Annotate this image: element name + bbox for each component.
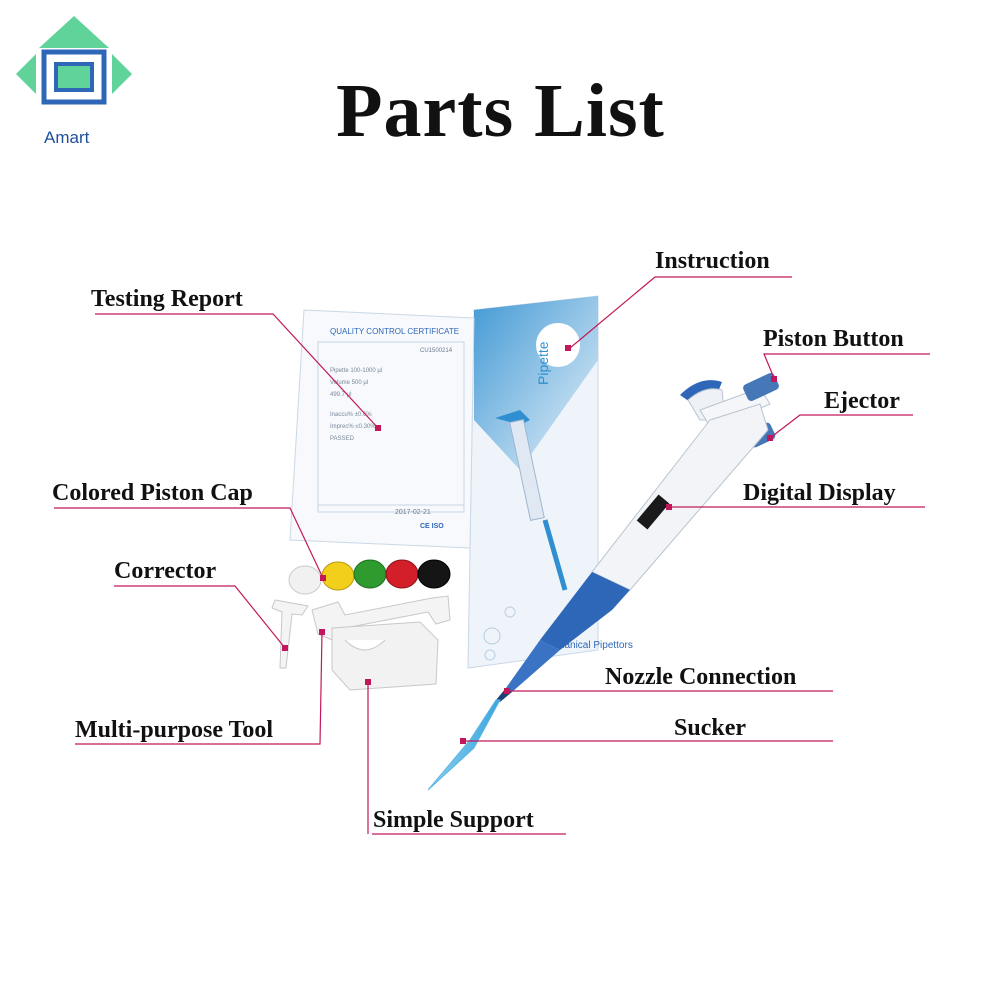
leader-piston-button <box>763 353 930 379</box>
leader-dots <box>282 345 777 744</box>
booklet-title: Mechanical Pipettors <box>540 640 633 651</box>
leader-lines <box>54 276 930 835</box>
booklet-logo: Pipette <box>535 341 551 385</box>
certificate-heading: QUALITY CONTROL CERTIFICATE <box>330 327 459 336</box>
simple-support-part <box>331 621 439 691</box>
certificate-mark: CE ISO <box>420 523 444 530</box>
instruction-booklet: Pipette Mechanical Pipettors <box>467 295 633 669</box>
label-colored-piston-cap: Colored Piston Cap <box>52 480 253 506</box>
label-corrector: Corrector <box>114 558 217 584</box>
leader-ejector <box>769 414 913 439</box>
label-nozzle-connection: Nozzle Connection <box>605 664 797 690</box>
label-multipurpose-tool: Multi-purpose Tool <box>75 717 274 743</box>
certificate-line: Inaccu% ±0.6% <box>330 412 372 418</box>
leader-instruction <box>569 276 792 349</box>
corrector-part <box>271 599 309 669</box>
leader-multipurpose-tool <box>75 631 323 745</box>
leader-colored-piston-cap <box>54 507 324 579</box>
brand-name: Amart <box>44 128 90 147</box>
certificate-line: 499.7 µl <box>330 392 351 398</box>
amart-logo <box>16 16 132 105</box>
label-piston-button: Piston Button <box>763 326 904 352</box>
testing-report-sheet: QUALITY CONTROL CERTIFICATE CU1500214 Pi… <box>289 309 475 549</box>
leader-testing-report <box>95 313 379 429</box>
certificate-line: Pipette 100-1000 µl <box>330 368 382 374</box>
label-instruction: Instruction <box>655 248 770 274</box>
certificate-line: PASSED <box>330 436 355 442</box>
multipurpose-tool-part <box>311 595 451 641</box>
label-simple-support: Simple Support <box>373 807 534 833</box>
certificate-line: Volume 500 µl <box>330 380 368 386</box>
label-ejector: Ejector <box>824 388 900 414</box>
label-testing-report: Testing Report <box>91 286 243 312</box>
certificate-line: Imprec% ≤0.30% <box>330 424 376 430</box>
colored-piston-caps <box>288 559 451 595</box>
certificate-date: 2017-02-21 <box>395 509 431 516</box>
page-title: Parts List <box>336 69 665 153</box>
label-sucker: Sucker <box>674 715 746 741</box>
leader-corrector <box>114 585 286 649</box>
pipette <box>427 372 779 791</box>
certificate-serial: CU1500214 <box>420 348 453 354</box>
label-digital-display: Digital Display <box>743 480 896 506</box>
